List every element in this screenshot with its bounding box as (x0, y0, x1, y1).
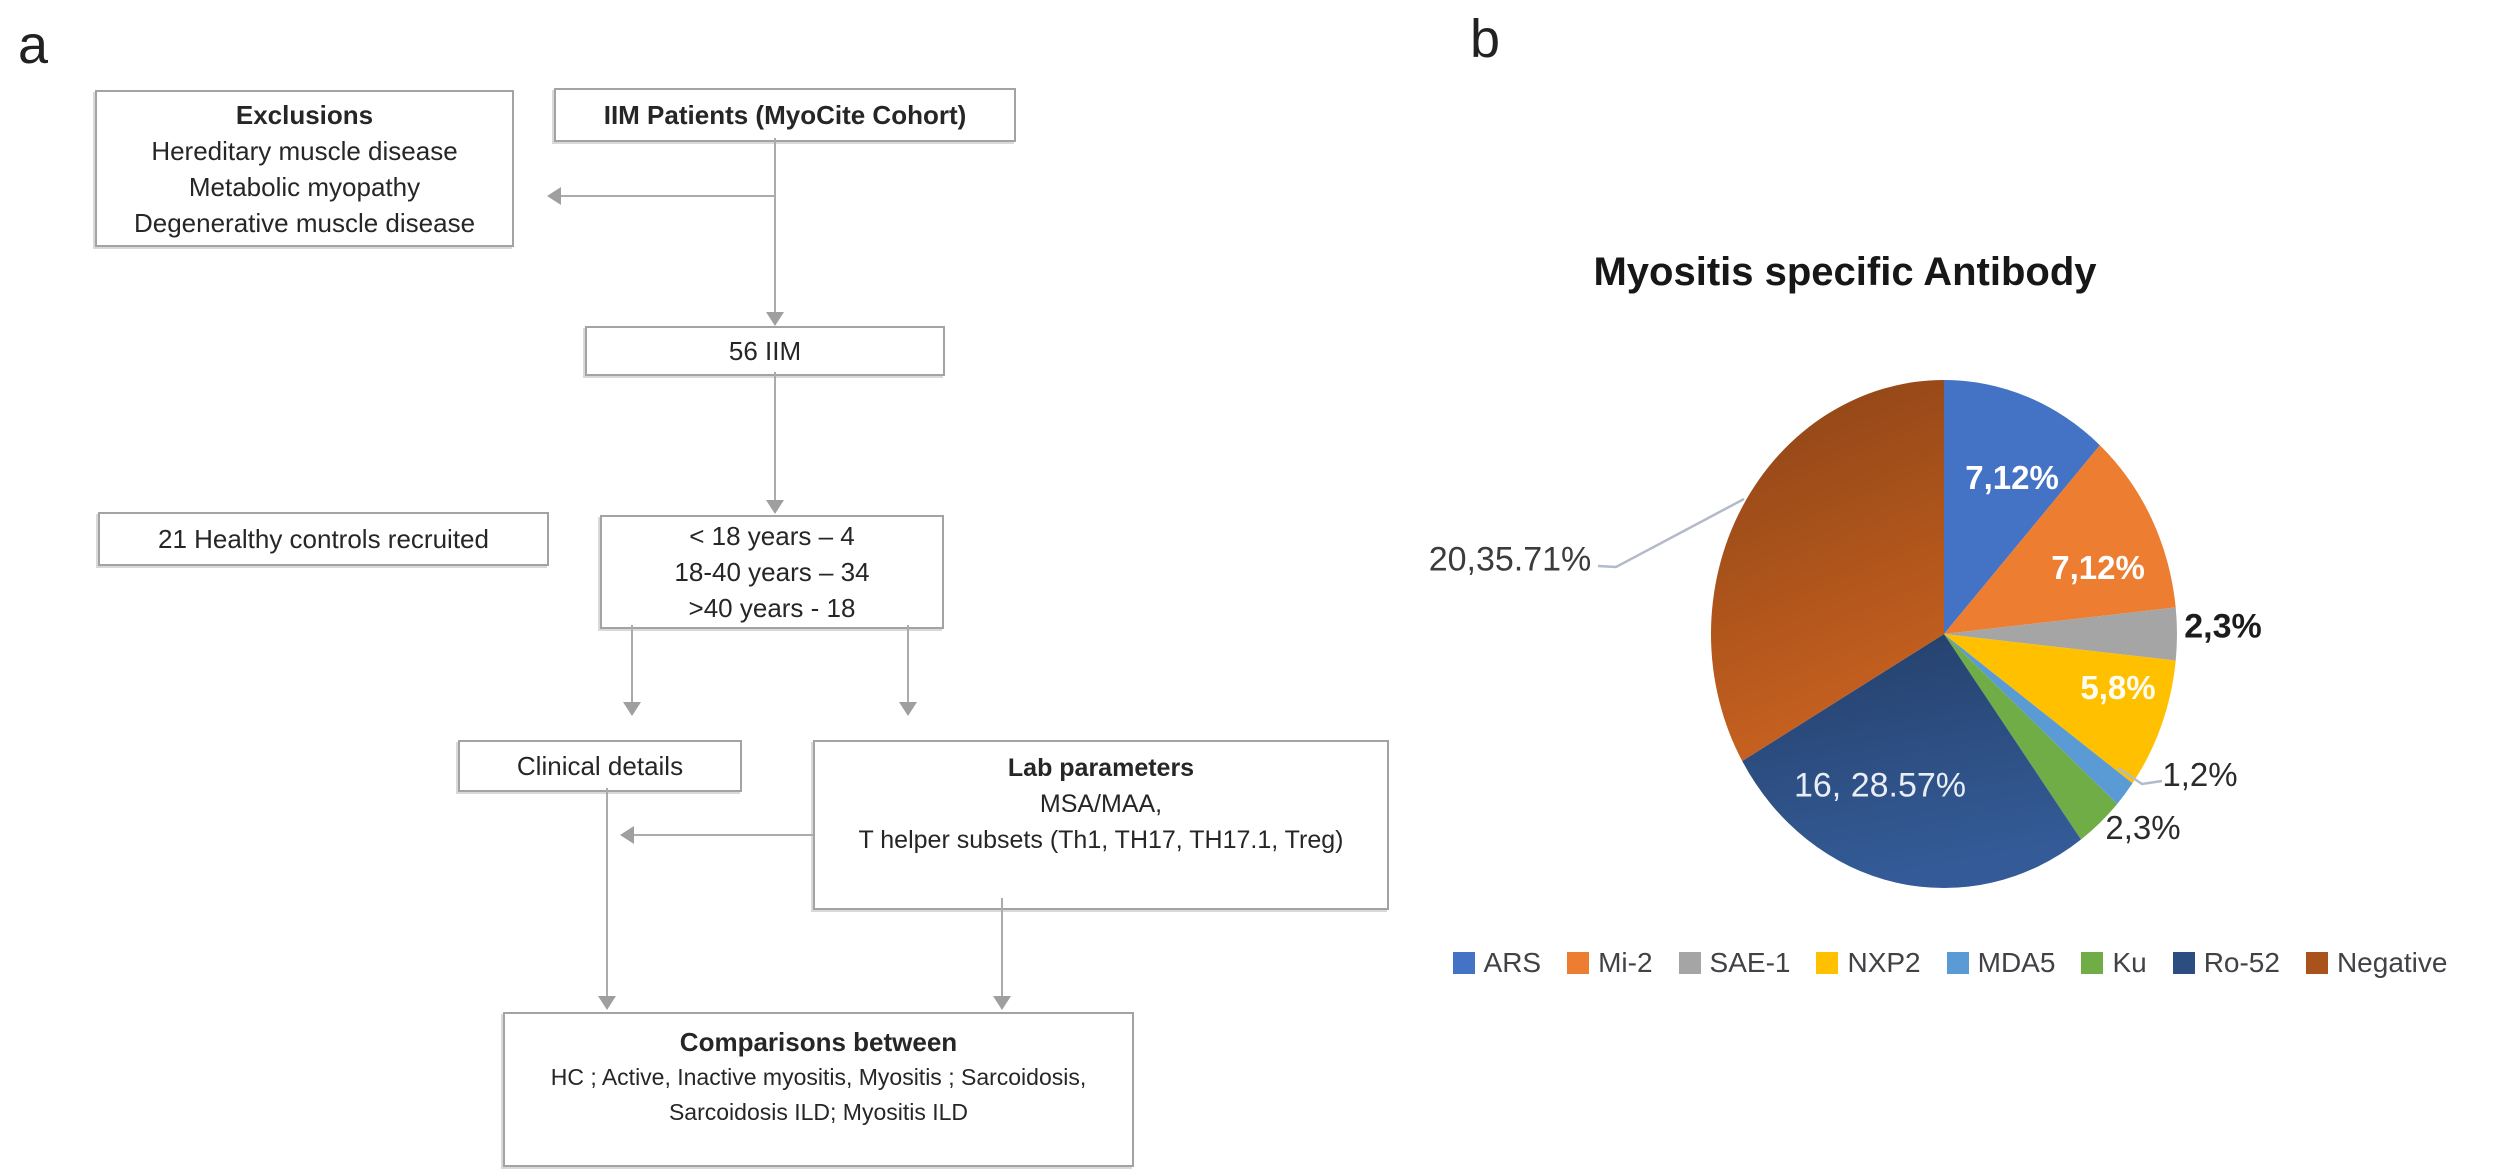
pie-slice-sae-1 (1944, 607, 2177, 661)
pie-slice-ku (1944, 634, 2118, 840)
lab-parameters-line-2: T helper subsets (Th1, TH17, TH17.1, Tre… (858, 826, 1344, 854)
comparisons-title: Comparisons between (679, 1027, 958, 1057)
exclusions-line-1: Hereditary muscle disease (151, 135, 458, 166)
pie-slice-mi-2 (1944, 445, 2176, 634)
clinical-details-box: Clinical details (458, 740, 742, 792)
legend-label: Mi-2 (1598, 947, 1653, 978)
legend-swatch-ro52 (2172, 952, 2195, 974)
pie-slice-mda5 (1944, 634, 2133, 804)
panel-b-label: b (1470, 9, 1501, 69)
pie-label-mda5: 1,2% (2162, 756, 2238, 793)
connector-lab-to-comparisons (1001, 898, 1003, 996)
legend-item-mi2: Mi-2 (1567, 947, 1653, 979)
chart-title: Myositis specific Antibody (1593, 250, 2097, 294)
legend-label: Ku (2112, 947, 2147, 978)
legend-label: MDA5 (1977, 947, 2056, 978)
pie-slice-ars (1944, 380, 2100, 634)
pie-label-sae1: 2,3% (2184, 607, 2262, 646)
legend-item-nxp2: NXP2 (1816, 947, 1921, 979)
chart-legend: ARS Mi-2 SAE-1 NXP2 MDA5 Ku Ro-52 Negati… (1390, 940, 2510, 986)
lab-parameters-line-1: MSA/MAA, (1039, 790, 1163, 818)
legend-swatch-sae1 (1678, 952, 1701, 974)
comparisons-line-2: Sarcoidosis ILD; Myositis ILD (668, 1099, 969, 1125)
leader-line-mda5 (2117, 766, 2163, 786)
legend-item-mda5: MDA5 (1946, 947, 2056, 979)
legend-swatch-mi2 (1567, 952, 1590, 974)
arrowhead-into-exclusions (547, 187, 561, 205)
arrowhead-into-age (766, 500, 784, 514)
legend-swatch-ars (1452, 952, 1475, 974)
leader-line-negative (1597, 497, 1745, 569)
age-group-line-1: < 18 years – 4 (689, 521, 855, 551)
pie-label-ro52: 16, 28.57% (1793, 766, 1967, 805)
connector-to-exclusions (561, 195, 775, 197)
age-groups-box: < 18 years – 4 18-40 years – 34 >40 year… (600, 515, 944, 629)
legend-label: NXP2 (1847, 947, 1921, 978)
pie-label-ku: 2,3% (2105, 809, 2181, 846)
pie-label-nxp2: 5,8% (2080, 669, 2156, 706)
lab-parameters-box: Lab parameters MSA/MAA, T helper subsets… (813, 740, 1389, 910)
age-group-line-2: 18-40 years – 34 (674, 557, 870, 587)
connector-clinical-to-comparisons (606, 788, 608, 996)
connector-age-to-clinical (631, 625, 633, 702)
comparisons-box: Comparisons between HC ; Active, Inactiv… (503, 1012, 1134, 1167)
legend-item-sae1: SAE-1 (1678, 947, 1791, 979)
legend-label: ARS (1483, 947, 1542, 978)
arrowhead-into-clinical (623, 702, 641, 716)
iim-patients-box: IIM Patients (MyoCite Cohort) (554, 88, 1016, 142)
age-group-line-3: >40 years - 18 (688, 593, 856, 623)
connector-lab-to-left (634, 834, 813, 836)
exclusions-title: Exclusions (235, 99, 374, 130)
panel-a-label: a (18, 15, 49, 75)
legend-item-negative: Negative (2305, 947, 2448, 979)
pie-label-ars: 7,12% (1965, 459, 2059, 496)
legend-item-ro52: Ro-52 (2172, 947, 2280, 979)
connector-age-to-lab (907, 625, 909, 702)
pie-slice-ro-52 (1742, 634, 2081, 889)
lab-parameters-title: Lab parameters (1007, 754, 1195, 782)
arrowhead-lab-left (620, 826, 634, 844)
arrowhead-into-comparisons-right (993, 996, 1011, 1010)
arrowhead-into-lab (899, 702, 917, 716)
pie-label-negative: 20,35.71% (1428, 540, 1592, 579)
connector-iim-to-56iim (774, 138, 776, 312)
connector-56iim-to-age (774, 372, 776, 500)
arrowhead-into-56iim (766, 312, 784, 326)
pie-slice-nxp2 (1944, 634, 2176, 784)
exclusions-line-3: Degenerative muscle disease (133, 207, 476, 238)
healthy-controls-box: 21 Healthy controls recruited (98, 512, 549, 566)
legend-label: SAE-1 (1709, 947, 1791, 978)
legend-swatch-ku (2081, 952, 2104, 974)
legend-item-ars: ARS (1452, 947, 1542, 979)
legend-label: Ro-52 (2203, 947, 2280, 978)
legend-item-ku: Ku (2081, 947, 2147, 979)
pie-chart (1597, 380, 2177, 889)
exclusions-box: Exclusions Hereditary muscle disease Met… (95, 90, 514, 247)
legend-swatch-nxp2 (1816, 952, 1839, 974)
arrowhead-into-comparisons-left (598, 996, 616, 1010)
pie-label-mi2: 7,12% (2051, 549, 2145, 586)
legend-swatch-negative (2305, 952, 2328, 974)
legend-swatch-mda5 (1946, 952, 1969, 974)
iim-count-box: 56 IIM (585, 326, 945, 376)
comparisons-line-1: HC ; Active, Inactive myositis, Myositis… (550, 1064, 1087, 1090)
pie-slice-negative (1710, 380, 1944, 761)
legend-label: Negative (2336, 947, 2448, 978)
exclusions-line-2: Metabolic myopathy (188, 171, 421, 202)
